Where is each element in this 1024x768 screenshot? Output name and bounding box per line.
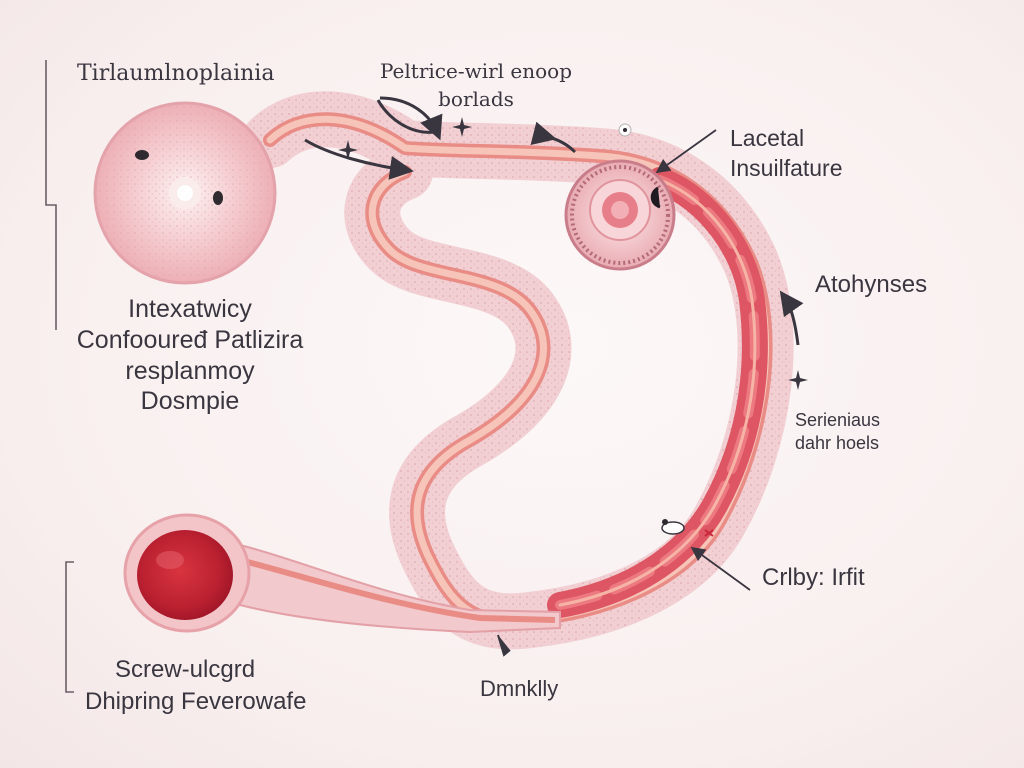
label-lacetal-line-2: Insuilfature xyxy=(730,154,843,181)
label-serieniaus: Serieniaus dahr hoels xyxy=(795,409,880,455)
label-lacetal-line-1: Lacetal xyxy=(730,125,805,151)
label-lacetal: Lacetal Insuilfature xyxy=(730,125,843,182)
sparkle-marks xyxy=(338,117,808,390)
label-serieniaus-line-2: dahr hoels xyxy=(795,433,880,454)
label-bottom-left-line-2: Dhipring Feverowafe xyxy=(85,688,307,716)
label-middle-left: Intexatwicy Confoouređ Patlizira resplan… xyxy=(55,294,325,417)
label-atohynses-text: Atohynses xyxy=(815,271,928,298)
flow-arrows xyxy=(304,96,804,346)
label-atohynses: Atohynses xyxy=(815,271,928,299)
label-middle-left-line-1: Intexatwicy xyxy=(128,295,252,323)
label-bottom-center: Dmnklly xyxy=(480,676,559,702)
tissue-cross-section xyxy=(93,101,277,285)
intestine-tube xyxy=(242,91,794,650)
label-bottom-left: Screw-ulcgrd Dhipring Feverowafe xyxy=(85,654,306,719)
label-top-center: Peltrice-wirl enoop borlads xyxy=(380,60,572,111)
cell-specks xyxy=(618,123,714,537)
label-crlby-text: Crlby: Irfit xyxy=(762,564,865,591)
bottom-bulb xyxy=(123,513,561,657)
label-middle-left-line-2: Confoouređ Patlizira xyxy=(76,325,304,354)
label-bottom-center-text: Dmnklly xyxy=(480,676,559,701)
label-middle-left-line-4: Dosmpie xyxy=(140,387,240,416)
label-crlby: Crlby: Irfit xyxy=(762,564,865,592)
label-serieniaus-line-1: Serieniaus xyxy=(795,410,881,430)
label-bottom-left-line-1: Screw-ulcgrd xyxy=(115,656,256,683)
label-top-center-line-2: borlads xyxy=(438,87,514,112)
lumen-cross-section xyxy=(564,159,676,271)
label-top-left: Tirlaumlnoplainia xyxy=(77,61,275,87)
leader-lines xyxy=(655,129,751,591)
label-middle-left-line-3: resplanmoy xyxy=(125,356,255,385)
label-top-left-text: Tirlaumlnoplainia xyxy=(77,61,275,86)
label-top-center-line-1: Peltrice-wirl enoop xyxy=(380,59,573,83)
bracket-lines xyxy=(45,60,74,693)
